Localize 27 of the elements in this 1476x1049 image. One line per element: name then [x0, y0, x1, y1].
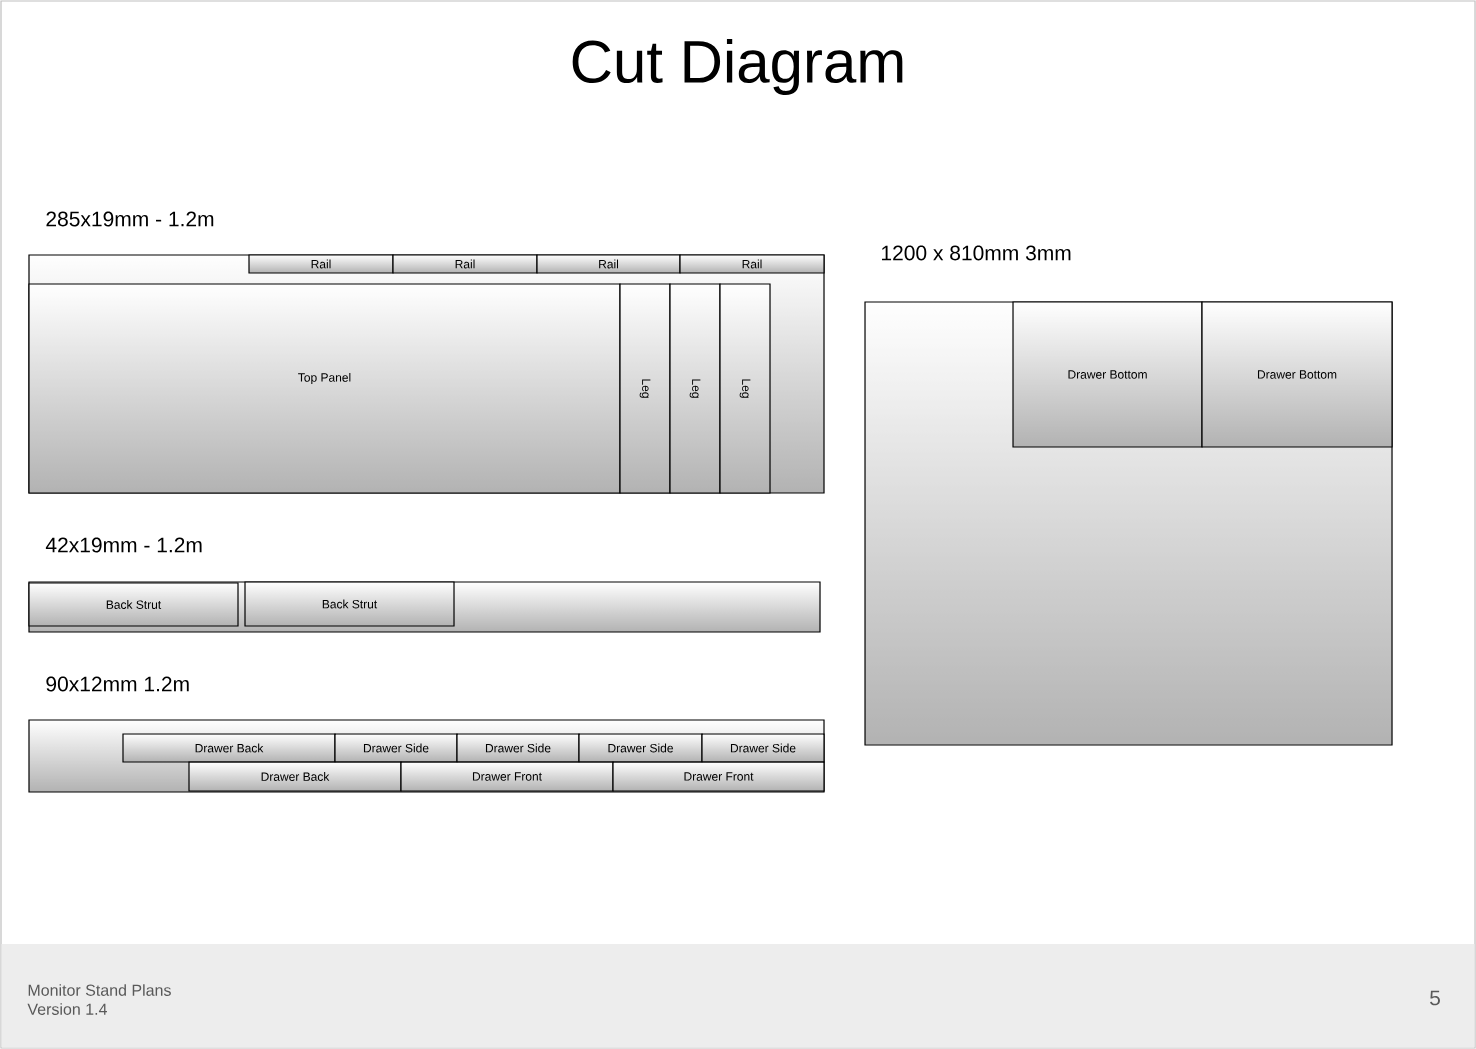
- cut-piece: Drawer Side: [701, 733, 825, 763]
- cut-piece: Drawer Front: [400, 761, 614, 792]
- cut-piece: Rail: [392, 254, 538, 274]
- cut-piece: Rail: [248, 254, 394, 274]
- cut-piece: Drawer Bottom: [1201, 301, 1393, 448]
- cut-piece: Leg: [619, 283, 671, 494]
- cut-piece: Drawer Side: [334, 733, 458, 763]
- board-heading: 90x12mm 1.2m: [46, 676, 189, 692]
- board-heading: 42x19mm - 1.2m: [45, 537, 202, 553]
- cut-piece: Drawer Bottom: [1012, 301, 1203, 448]
- page-number: 5: [1430, 990, 1440, 1006]
- cut-piece: Rail: [679, 254, 825, 274]
- cut-piece: Back Strut: [28, 582, 239, 627]
- footer-text: Version 1.4: [27, 1003, 107, 1015]
- cut-piece: Drawer Back: [188, 761, 402, 792]
- cut-piece: Drawer Side: [578, 733, 703, 763]
- cut-piece: Back Strut: [244, 581, 455, 627]
- cut-piece: Leg: [669, 283, 721, 494]
- board-heading: 1200 x 810mm 3mm: [882, 245, 1071, 261]
- cut-piece: Drawer Front: [612, 761, 825, 792]
- cut-piece: Drawer Side: [456, 733, 580, 763]
- cut-piece: Drawer Back: [122, 733, 336, 763]
- cut-piece: Leg: [719, 283, 771, 494]
- footer-text: Monitor Stand Plans: [28, 984, 171, 996]
- page-title: Cut Diagram: [572, 39, 903, 95]
- board-heading: 285x19mm - 1.2m: [46, 211, 214, 227]
- cut-piece: Rail: [536, 254, 681, 274]
